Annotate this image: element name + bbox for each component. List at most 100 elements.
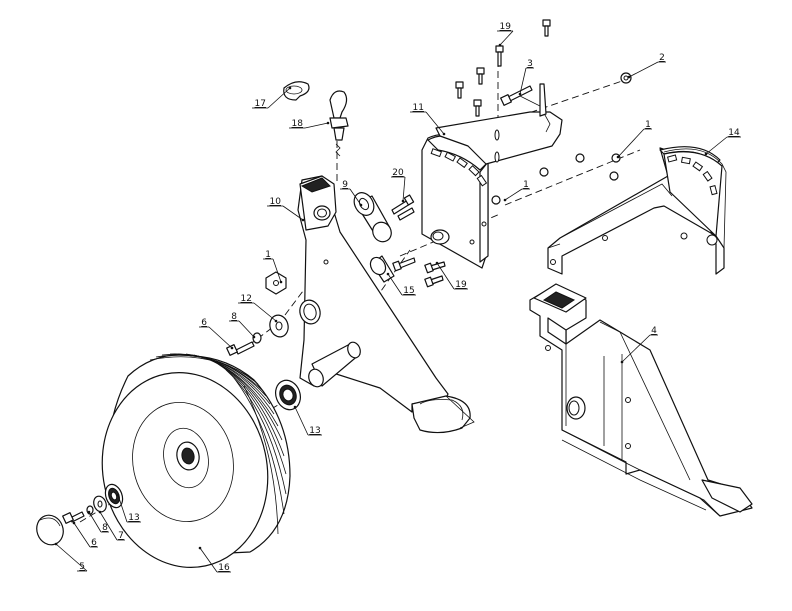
callout-number: 19 [500, 22, 512, 32]
leader-tip [386, 272, 390, 276]
leader-tip [230, 346, 234, 350]
callout-c2: 2 [627, 53, 666, 79]
leader-tip [326, 121, 330, 125]
callout-c6a: 6 [199, 318, 234, 350]
callout-c20: 20 [391, 168, 406, 203]
callout-number: 17 [255, 99, 266, 109]
callout-leader [55, 543, 88, 572]
leader-tip [116, 493, 120, 497]
callout-number: 13 [128, 513, 139, 523]
callout-leader [628, 61, 659, 78]
callout-number: 4 [651, 326, 657, 336]
callout-c13a: 13 [293, 405, 322, 436]
callout-c11: 11 [410, 103, 446, 136]
callout-c9: 9 [340, 180, 363, 207]
callout-leader [349, 188, 362, 206]
callout-c14: 14 [704, 128, 741, 156]
callout-c7: 7 [98, 510, 125, 541]
leader-tip [627, 75, 631, 79]
wheel-tire-part-16 [101, 353, 291, 568]
leader-tip [198, 546, 202, 550]
callout-leader [387, 273, 403, 296]
callout-number: 10 [270, 197, 282, 207]
leader-tip [704, 152, 708, 156]
callout-leader [425, 111, 445, 135]
leader-tip [301, 218, 305, 222]
callout-c10: 10 [267, 197, 305, 222]
bracket-part-4 [529, 283, 753, 517]
callout-number: 5 [79, 562, 85, 572]
callout-number: 14 [728, 128, 740, 138]
callout-leader [617, 128, 645, 158]
callout-c19b: 19 [435, 261, 468, 290]
callout-number: 7 [118, 531, 124, 541]
callout-leader [499, 30, 514, 46]
callout-number: 1 [645, 120, 651, 130]
callout-number: 12 [241, 294, 252, 304]
callout-leader [705, 136, 728, 155]
callout-leader [621, 334, 651, 363]
callout-number: 16 [218, 563, 230, 573]
leader-tip [359, 203, 363, 207]
leader-tip [435, 261, 439, 265]
callout-number: 6 [91, 538, 97, 548]
callout-number: 1 [523, 180, 529, 190]
axle-and-bearing-part-13 [275, 341, 361, 411]
callout-c6b: 6 [72, 521, 98, 548]
callout-leader [282, 205, 304, 221]
callout-c15: 15 [386, 272, 416, 296]
callout-leader [402, 176, 406, 202]
callout-leader [267, 87, 291, 109]
callout-leader [117, 494, 128, 523]
leader-tip [54, 542, 58, 546]
leader-tip [72, 521, 76, 525]
leader-tip [279, 280, 283, 284]
leader-tip [442, 132, 446, 136]
callout-number: 8 [102, 523, 108, 533]
bracket-part-14 [547, 146, 727, 275]
callout-leader [199, 547, 218, 573]
callout-number: 15 [403, 286, 414, 296]
callout-leader [208, 326, 233, 349]
callout-number: 11 [413, 103, 424, 113]
callout-leader [304, 122, 329, 129]
callout-leader [294, 406, 309, 436]
callout-number: 6 [201, 318, 207, 328]
mounting-plate-part-11 [421, 83, 563, 269]
callout-leader [253, 302, 277, 322]
callout-leader [272, 258, 282, 283]
callout-c8b: 8 [87, 510, 109, 533]
callout-c1c: 1 [616, 120, 652, 159]
callout-leader [88, 511, 102, 533]
callout-number: 3 [527, 59, 533, 69]
callout-number: 1 [265, 250, 271, 260]
hardware-parts [36, 19, 632, 546]
leader-tip [98, 510, 102, 514]
callout-leader [504, 188, 523, 201]
leader-tip [503, 198, 507, 202]
leader-tip [616, 155, 620, 159]
callout-c13b: 13 [116, 493, 141, 523]
leader-tip [401, 199, 405, 203]
leader-tip [252, 335, 256, 339]
callout-c8a: 8 [229, 312, 256, 339]
callout-c19a: 19 [497, 22, 514, 47]
callout-c1a: 1 [263, 250, 283, 284]
callout-number: 20 [392, 168, 404, 178]
callout-c18: 18 [289, 119, 330, 129]
callout-c5: 5 [54, 542, 88, 572]
leader-tip [293, 405, 297, 409]
callout-c12: 12 [238, 294, 278, 323]
callout-number: 18 [292, 119, 304, 129]
callout-leader [73, 522, 91, 548]
leader-tip [620, 360, 624, 364]
callout-c3: 3 [518, 59, 534, 96]
leader-tip [518, 92, 522, 96]
callout-number: 13 [309, 426, 320, 436]
leader-tip [498, 43, 502, 47]
leader-tip [87, 510, 91, 514]
callout-number: 9 [342, 180, 348, 190]
callout-number: 19 [455, 280, 467, 290]
